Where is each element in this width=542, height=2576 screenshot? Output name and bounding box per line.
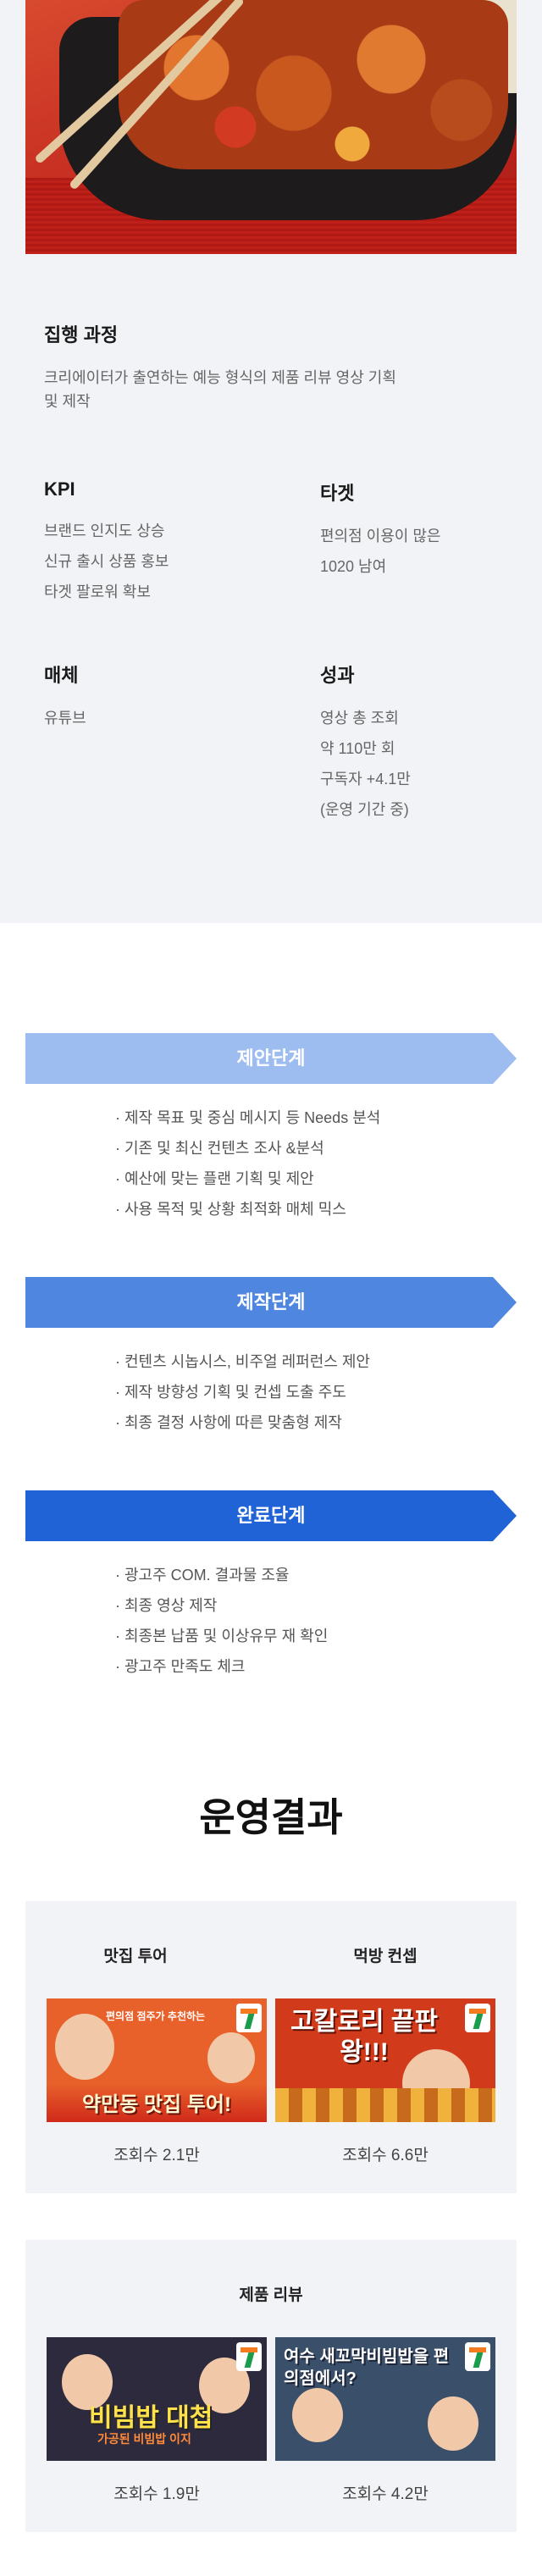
card-label: 제품 리뷰 — [239, 2286, 303, 2304]
step-title: 제작단계 — [236, 1291, 306, 1313]
process-block: 집행 과정 크리에이터가 출연하는 예능 형식의 제품 리뷰 영상 기획 및 제… — [44, 320, 484, 417]
results-title: 운영결과 — [199, 1795, 343, 1839]
process-steps-section: 제안단계 · 제작 목표 및 중심 메시지 등 Needs 분석 · 기존 및 … — [0, 923, 542, 2576]
thumbnail-caption: 약만동 맛집 투어! — [82, 2093, 231, 2116]
view-count: 조회수 2.1만 — [113, 2147, 200, 2164]
list-item: · 사용 목적 및 상황 최적화 매체 믹스 — [115, 1201, 346, 1218]
list-item: · 제작 방향성 기획 및 컨셉 도출 주도 — [115, 1384, 346, 1401]
list-item: · 광고주 COM. 결과물 조율 — [115, 1567, 290, 1584]
seven-eleven-logo — [465, 2004, 490, 2032]
view-count: 조회수 6.6만 — [342, 2147, 429, 2164]
target-block: 타겟 편의점 이용이 많은 1020 남여 — [320, 478, 523, 582]
thumbnail-caption: 고칼로리 끝판왕!!! — [290, 2008, 438, 2066]
creator-face — [292, 2388, 343, 2442]
list-item: · 최종 결정 사항에 따른 맞춤형 제작 — [115, 1414, 342, 1431]
arrow-banner-shape — [25, 1033, 517, 1084]
column-label: 먹방 컨셉 — [353, 1948, 418, 1965]
creator-face — [62, 2354, 113, 2410]
step-title: 완료단계 — [236, 1505, 306, 1526]
step-list-production: · 컨텐츠 시놉시스, 비주얼 레퍼런스 제안 · 제작 방향성 기획 및 컨셉… — [115, 1346, 370, 1438]
list-item: · 최종본 납품 및 이상유무 재 확인 — [115, 1628, 329, 1645]
list-item: · 제작 목표 및 중심 메시지 등 Needs 분석 — [115, 1109, 381, 1126]
result-block: 성과 영상 총 조회 약 110만 회 구독자 +4.1만 (운영 기간 중) — [320, 661, 523, 825]
seven-eleven-logo — [236, 2004, 262, 2032]
thumbnail-subcaption: 가공된 비빔밥 이지 — [97, 2432, 191, 2446]
list-item: · 예산에 맞는 플랜 기획 및 제안 — [115, 1170, 314, 1187]
step-title: 제안단계 — [236, 1048, 306, 1069]
creator-face — [55, 2014, 114, 2080]
thumbnail-caption: 여수 새꼬막비빔밥을 편의점에서? — [284, 2347, 450, 2388]
step-banner-completion: 완료단계 — [25, 1490, 517, 1541]
video-thumbnail-tour[interactable]: 편의점 점주가 추천하는 약만동 맛집 투어! — [47, 1998, 267, 2122]
view-count: 조회수 4.2만 — [342, 2485, 429, 2503]
thumbnail-top-text: 편의점 점주가 추천하는 — [106, 2010, 206, 2022]
video-thumbnail-bibimbap[interactable]: 비빔밥 대첩 가공된 비빔밥 이지 — [47, 2337, 267, 2461]
process-line: 크리에이터가 출연하는 예능 형식의 제품 리뷰 영상 기획 — [44, 369, 396, 386]
result-line: 구독자 +4.1만 — [320, 771, 411, 788]
result-card-tour: 맛집 투어 먹방 컨셉 편의점 점주가 추천하는 약만동 맛집 투어! 고칼로리… — [25, 1901, 517, 2193]
kpi-line: 신규 출시 상품 홍보 — [44, 553, 169, 570]
media-line: 유튜브 — [44, 710, 86, 727]
caption-band — [47, 2083, 267, 2122]
food-strip — [275, 2088, 495, 2122]
target-title: 타겟 — [320, 483, 355, 504]
result-line: 약 110만 회 — [320, 740, 395, 757]
video-thumbnail-cockle[interactable]: 여수 새꼬막비빔밥을 편의점에서? — [275, 2337, 495, 2461]
target-line: 1020 남여 — [320, 558, 387, 575]
hero-food-image — [25, 0, 517, 254]
process-line: 및 제작 — [44, 393, 91, 410]
result-title: 성과 — [320, 665, 355, 686]
thumbnail-caption: 비빔밥 대첩 — [89, 2404, 213, 2432]
creator-face — [428, 2396, 478, 2451]
sweet-sour-dish — [119, 0, 508, 169]
kpi-line: 타겟 팔로워 확보 — [44, 583, 151, 600]
arrow-banner-shape — [25, 1277, 517, 1328]
media-title: 매체 — [44, 665, 79, 686]
column-label: 맛집 투어 — [103, 1948, 168, 1965]
list-item: · 광고주 만족도 체크 — [115, 1658, 246, 1675]
list-item: · 최종 영상 제작 — [115, 1597, 218, 1614]
process-title: 집행 과정 — [44, 324, 119, 345]
arrow-banner-shape — [25, 1490, 517, 1541]
kpi-block: KPI 브랜드 인지도 상승 신규 출시 상품 홍보 타겟 팔로워 확보 — [44, 478, 264, 607]
step-list-completion: · 광고주 COM. 결과물 조율 · 최종 영상 제작 · 최종본 납품 및 … — [115, 1560, 328, 1682]
video-thumbnail-mukbang[interactable]: 고칼로리 끝판왕!!! — [275, 1998, 495, 2122]
list-item: · 기존 및 최신 컨텐츠 조사 &분석 — [115, 1140, 324, 1157]
result-line: 영상 총 조회 — [320, 710, 399, 727]
result-line: (운영 기간 중) — [320, 801, 409, 818]
overview-section: 집행 과정 크리에이터가 출연하는 예능 형식의 제품 리뷰 영상 기획 및 제… — [0, 0, 542, 923]
kpi-title: KPI — [44, 478, 75, 500]
seven-eleven-logo — [465, 2342, 490, 2371]
step-banner-proposal: 제안단계 — [25, 1033, 517, 1084]
media-block: 매체 유튜브 — [44, 661, 264, 733]
step-list-proposal: · 제작 목표 및 중심 메시지 등 Needs 분석 · 기존 및 최신 컨텐… — [115, 1103, 380, 1224]
result-card-review: 제품 리뷰 비빔밥 대첩 가공된 비빔밥 이지 여수 새꼬막비빔밥을 편의점에서… — [25, 2240, 517, 2532]
target-line: 편의점 이용이 많은 — [320, 528, 441, 544]
seven-eleven-logo — [236, 2342, 262, 2371]
kpi-line: 브랜드 인지도 상승 — [44, 522, 165, 539]
view-count: 조회수 1.9만 — [113, 2485, 200, 2503]
list-item: · 컨텐츠 시놉시스, 비주얼 레퍼런스 제안 — [115, 1353, 370, 1370]
creator-face — [207, 2032, 255, 2083]
step-banner-production: 제작단계 — [25, 1277, 517, 1328]
